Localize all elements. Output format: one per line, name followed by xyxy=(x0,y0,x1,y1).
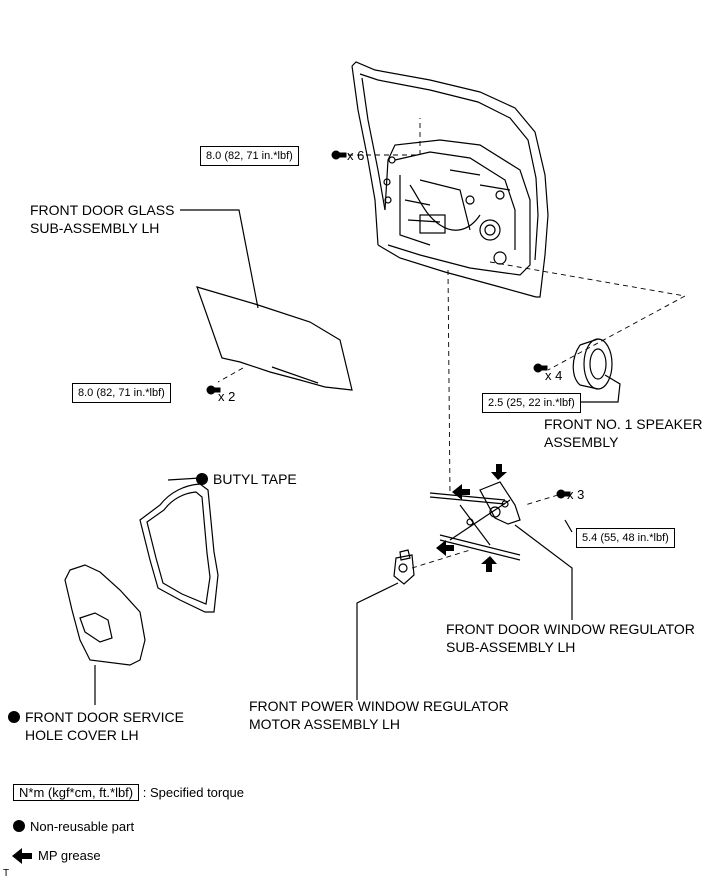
label-regulator-motor: FRONT POWER WINDOW REGULATOR MOTOR ASSEM… xyxy=(249,698,509,732)
torque-box-regulator-bolts: 5.4 (55, 48 in.*lbf) xyxy=(576,528,675,548)
grease-arrow-legend-icon xyxy=(12,848,32,864)
front-door-panel xyxy=(351,61,549,298)
service-hole-cover xyxy=(64,564,146,666)
non-reusable-legend-icon xyxy=(13,820,25,832)
regulator-motor xyxy=(393,549,415,585)
speaker-screw-icon xyxy=(533,363,548,373)
grease-arrow-icon xyxy=(452,484,470,500)
legend-mp-grease: MP grease xyxy=(38,848,101,863)
grease-arrow-icon xyxy=(491,464,507,480)
grease-arrow-icon xyxy=(436,540,454,556)
label-window-regulator: FRONT DOOR WINDOW REGULATOR SUB-ASSEMBLY… xyxy=(446,621,695,655)
qty-glass-bolts: x 2 xyxy=(218,389,236,404)
qty-regulator-bolts: x 3 xyxy=(567,487,585,502)
door-glass xyxy=(196,286,353,391)
window-regulator xyxy=(429,481,521,561)
corner-mark: T xyxy=(3,868,10,879)
label-speaker: FRONT NO. 1 SPEAKER ASSEMBLY xyxy=(544,416,703,450)
regulator-bolt-icon xyxy=(556,489,571,499)
legend-torque-desc: : Specified torque xyxy=(142,785,244,800)
legend-non-reusable: Non-reusable part xyxy=(13,819,134,834)
butyl-tape xyxy=(139,483,219,613)
legend-torque-unit: N*m (kgf*cm, ft.*lbf) xyxy=(13,784,140,801)
legend-torque: N*m (kgf*cm, ft.*lbf) : Specified torque xyxy=(13,784,244,801)
torque-box-glass-bolts: 8.0 (82, 71 in.*lbf) xyxy=(72,383,171,403)
non-reusable-icon xyxy=(8,711,20,723)
grease-arrow-icon xyxy=(481,556,497,572)
speaker xyxy=(572,338,621,403)
torque-box-door-bolts: 8.0 (82, 71 in.*lbf) xyxy=(200,146,299,166)
qty-door-bolts: x 6 xyxy=(347,148,365,163)
glass-bolt-icon xyxy=(206,385,221,395)
label-door-glass: FRONT DOOR GLASS SUB-ASSEMBLY LH xyxy=(30,202,175,236)
label-butyl-tape: BUTYL TAPE xyxy=(196,470,297,488)
non-reusable-icon xyxy=(196,473,208,485)
qty-speaker-screws: x 4 xyxy=(545,368,563,383)
torque-box-speaker-screws: 2.5 (25, 22 in.*lbf) xyxy=(482,393,581,413)
label-service-hole-cover: FRONT DOOR SERVICE HOLE COVER LH xyxy=(8,708,184,744)
door-bolt-icon xyxy=(331,150,347,160)
